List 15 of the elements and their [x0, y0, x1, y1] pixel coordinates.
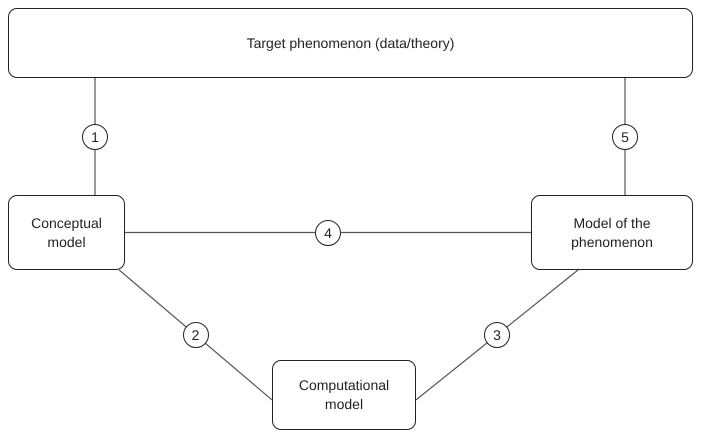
rounded-box: [531, 195, 693, 270]
edge-label: 3: [484, 322, 510, 348]
node-label: Model of the phenomenon: [570, 214, 654, 252]
node-label: Conceptual model: [30, 214, 103, 252]
node-label: Computational model: [298, 376, 390, 414]
edge-label: 4: [315, 220, 341, 246]
rounded-box: [8, 8, 693, 78]
rounded-box: [272, 360, 416, 430]
edge-label: 1: [82, 124, 108, 150]
edge-label: 5: [612, 124, 638, 150]
edge-label: 2: [182, 322, 209, 348]
connector-line: [125, 232, 531, 234]
node-label: Target phenomenon (data/theory): [246, 34, 454, 52]
rounded-box: [8, 195, 125, 270]
connector-line: [416, 270, 578, 400]
